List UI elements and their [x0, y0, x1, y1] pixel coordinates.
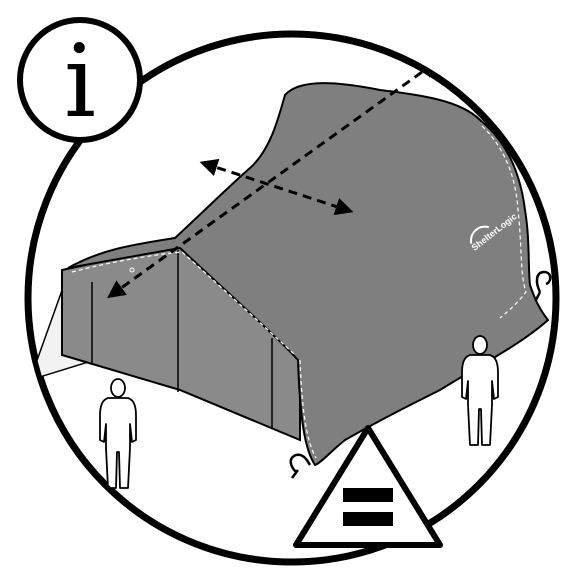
info-icon: i [20, 20, 140, 140]
info-glyph: i [64, 23, 96, 140]
